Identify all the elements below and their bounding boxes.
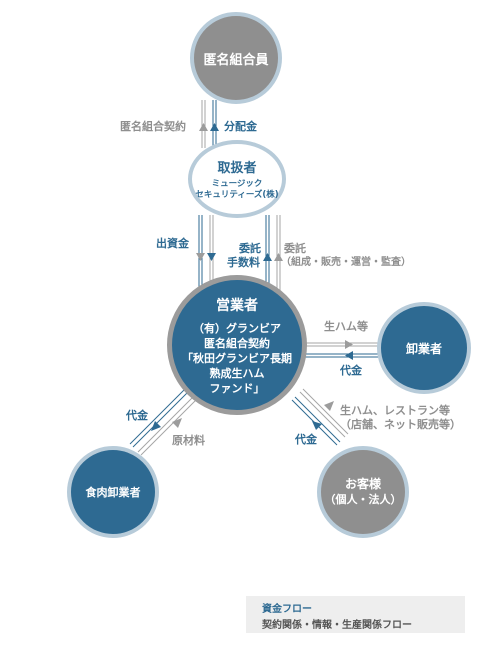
connector-raw-material-from-meat — [137, 396, 197, 456]
connector-ham-to-customer — [299, 388, 349, 438]
label-entrust-1: 委託 — [284, 242, 306, 255]
meat-wholesaler-node: 食肉卸業者 — [67, 446, 159, 538]
label-price-meat: 代金 — [126, 409, 148, 422]
label-raw-material: 原材料 — [172, 434, 205, 447]
handler-node: 取扱者 ミュージック セキュリティーズ(株) — [188, 140, 286, 218]
handler-sub2: セキュリティーズ(株) — [195, 190, 279, 200]
operator-line5: ファンド」 — [209, 381, 265, 395]
label-price-customer: 代金 — [295, 433, 317, 446]
legend-contract-flow: 契約関係・情報・生産関係フロー — [262, 620, 412, 631]
investor-label: 匿名組合員 — [203, 52, 269, 68]
operator-node: 営業者 （有）グランビア 匿名組合契約 「秋田グランビア長期 熟成生ハム ファン… — [167, 275, 307, 415]
meat-wholesaler-label: 食肉卸業者 — [85, 486, 141, 499]
operator-line1: （有）グランビア — [193, 321, 281, 335]
legend-box: 資金フロー 契約関係・情報・生産関係フロー — [246, 596, 465, 633]
customer-line2: （個人・法人） — [324, 493, 402, 506]
label-price-wholesaler: 代金 — [340, 364, 362, 377]
customer-line1: お客様 — [344, 477, 381, 491]
legend-money-flow: 資金フロー — [262, 604, 312, 615]
label-commission-1: 委託 — [239, 242, 261, 255]
handler-sub1: ミュージック — [211, 179, 263, 189]
investor-node: 匿名組合員 — [190, 12, 282, 104]
customer-node: お客様 （個人・法人） — [317, 446, 409, 538]
connector-price-from-wholesaler — [305, 351, 382, 360]
operator-line4: 熟成生ハム — [209, 366, 265, 380]
connector-commission-up — [263, 215, 272, 292]
wholesaler-node: 卸業者 — [377, 302, 471, 394]
connector-ham-to-wholesaler — [305, 340, 382, 349]
label-ham-restaurant-1: 生ハム、レストラン等 — [340, 404, 450, 417]
connector-price-from-customer — [291, 396, 341, 446]
connector-distribution-up — [210, 100, 219, 148]
label-entrust-2: （組成・販売・運営・監査） — [281, 257, 411, 268]
connector-contract-up — [199, 100, 208, 148]
operator-line2: 匿名組合契約 — [204, 336, 270, 350]
label-contract: 匿名組合契約 — [120, 120, 186, 133]
wholesaler-label: 卸業者 — [405, 341, 442, 356]
label-distribution: 分配金 — [224, 120, 257, 133]
handler-title: 取扱者 — [217, 161, 257, 176]
label-ham-etc: 生ハム等 — [324, 320, 368, 333]
operator-title: 営業者 — [216, 297, 258, 314]
operator-line3: 「秋田グランビア長期 — [182, 351, 292, 365]
label-commission-2: 手数料 — [227, 256, 260, 269]
connector-investment-down — [196, 215, 205, 292]
label-ham-restaurant-2: （店舗、ネット販売等） — [340, 418, 461, 431]
connector-price-to-meat — [129, 388, 189, 448]
connector-entrust-up — [274, 215, 283, 292]
label-investment: 出資金 — [156, 237, 189, 250]
